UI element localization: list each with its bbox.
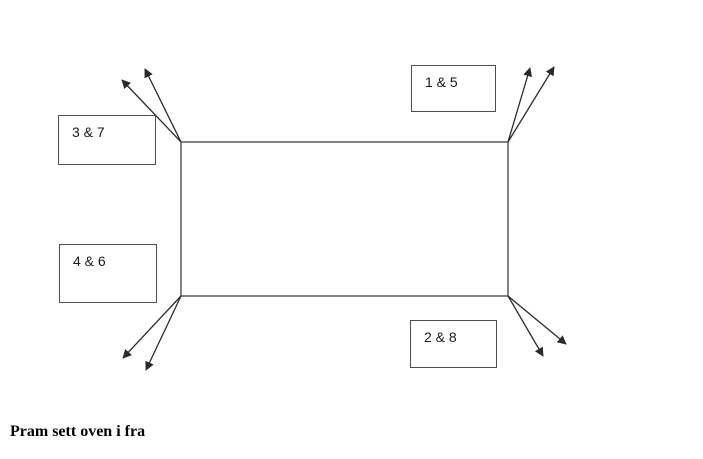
thrust-arrow-top-right-1 [507, 67, 533, 143]
thrust-arrow-top-left-1 [144, 68, 182, 143]
thrust-arrow-bottom-right-1 [507, 295, 544, 357]
thrust-arrow-top-left-2 [121, 79, 182, 143]
thruster-label-box-2-8: 2 & 8 [410, 320, 497, 368]
thruster-label-4-6: 4 & 6 [73, 253, 106, 269]
thruster-label-1-5: 1 & 5 [425, 74, 458, 90]
thrust-arrow-bottom-left-1 [122, 295, 182, 359]
thruster-label-box-1-5: 1 & 5 [411, 65, 496, 112]
thrust-arrow-bottom-right-2 [507, 295, 567, 345]
diagram-caption: Pram sett oven i fra [10, 423, 146, 440]
thruster-label-3-7: 3 & 7 [72, 124, 105, 140]
thruster-label-2-8: 2 & 8 [424, 329, 457, 345]
barge-rectangle [180, 141, 509, 297]
thrust-arrow-top-right-2 [507, 66, 555, 143]
thruster-label-box-3-7: 3 & 7 [58, 115, 156, 165]
thruster-label-box-4-6: 4 & 6 [59, 244, 157, 303]
thrust-arrow-bottom-left-2 [145, 295, 182, 371]
